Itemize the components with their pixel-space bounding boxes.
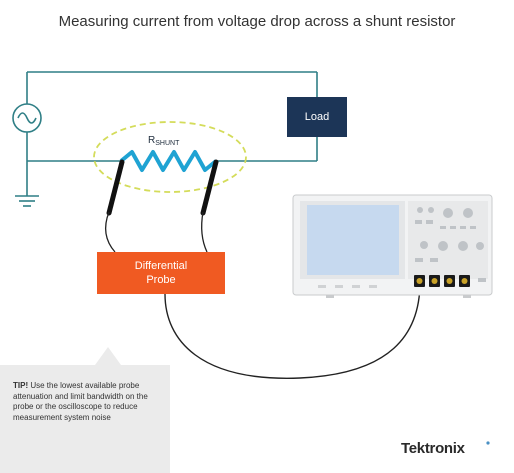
tip-text: Use the lowest available probe attenuati… (13, 381, 148, 422)
brand-logo: Tektronix (401, 440, 465, 457)
oscilloscope-icon (292, 194, 493, 298)
probe-tips (106, 159, 219, 216)
page-title: Measuring current from voltage drop acro… (58, 13, 456, 30)
tektronix-logo-icon (486, 441, 490, 445)
probe-leads (104, 211, 208, 253)
probe-label-line2: Probe (146, 274, 176, 286)
tip-callout: TIP! Use the lowest available probe atte… (13, 381, 163, 423)
shunt-resistor (119, 150, 218, 172)
shunt-highlight-ellipse (93, 121, 247, 193)
shunt-label: RSHUNT (148, 135, 180, 147)
ac-source-icon (12, 103, 42, 133)
tip-lead: TIP! (13, 381, 29, 390)
probe-label-line1: Differential (134, 260, 188, 272)
tip-bubble (0, 347, 170, 473)
ground-icon (15, 195, 39, 207)
circuit-wires (26, 71, 318, 196)
differential-probe-block: Differential Probe (97, 252, 225, 294)
load-block: Load (287, 97, 347, 137)
probe-cable (164, 281, 421, 379)
